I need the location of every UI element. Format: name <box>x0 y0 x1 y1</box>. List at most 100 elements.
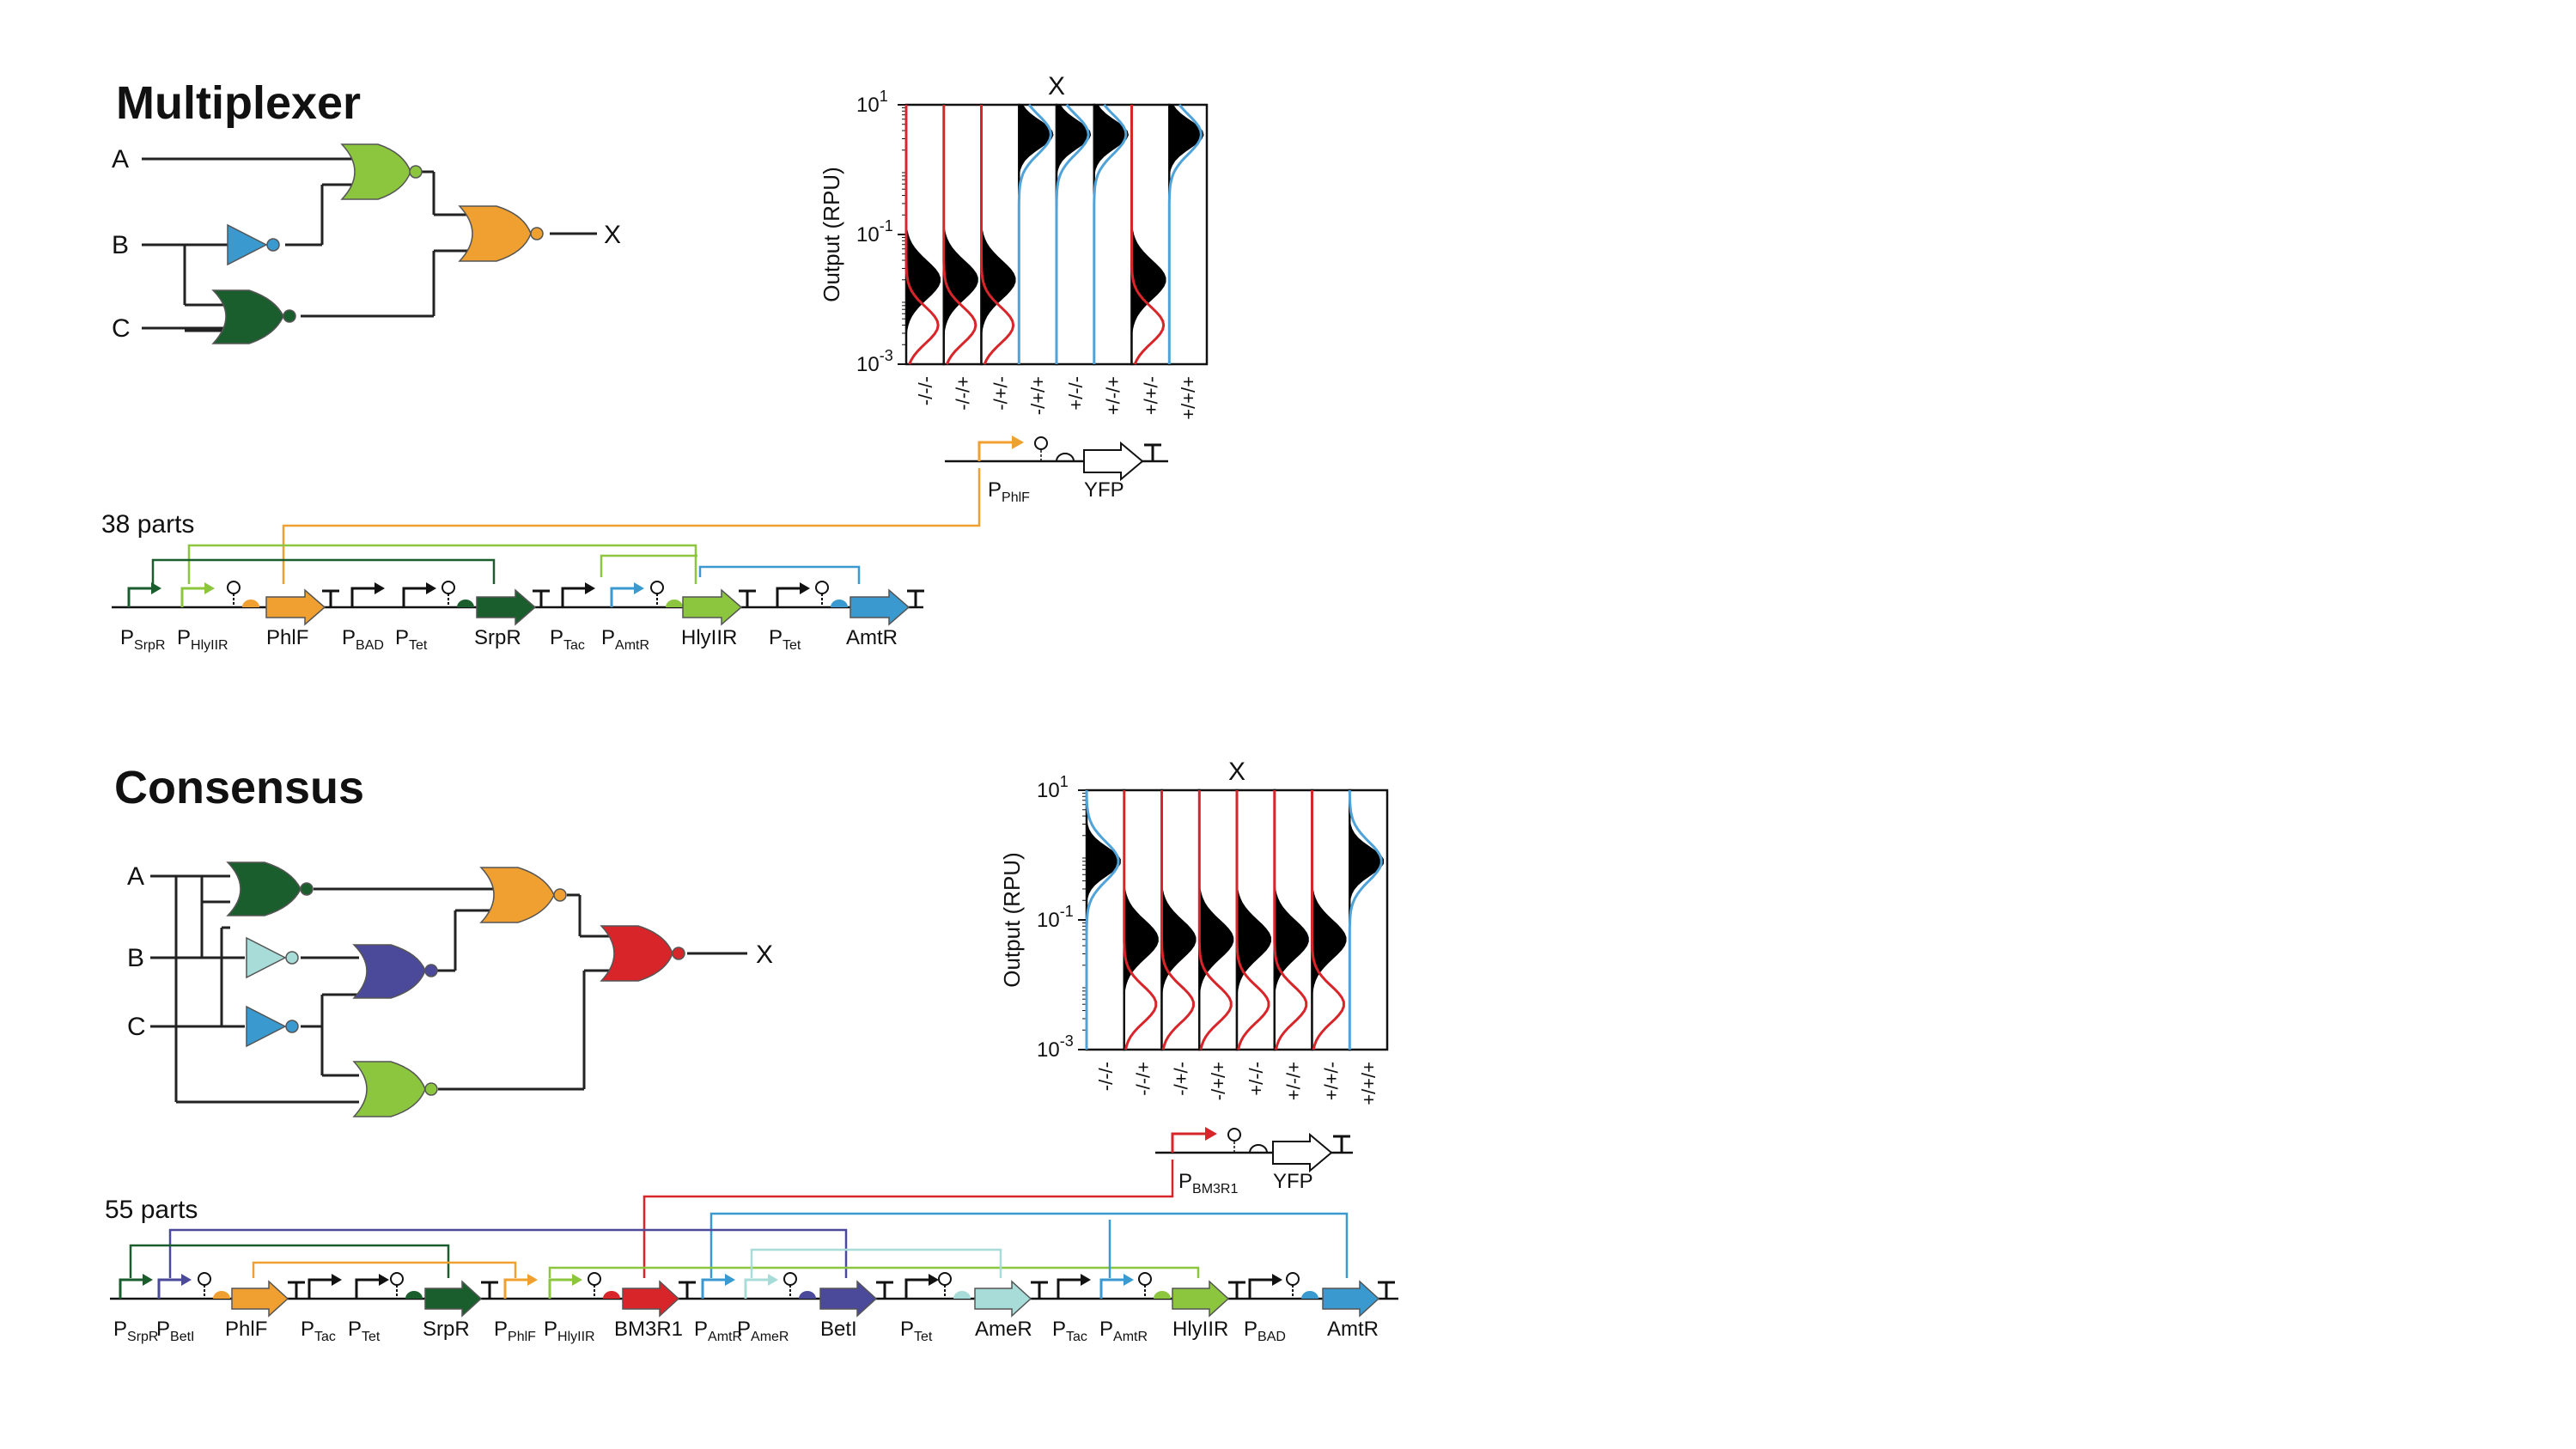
histogram-distribution <box>981 105 1016 364</box>
multiplexer-gates <box>211 143 544 344</box>
x-tick-label: -/-/- <box>915 376 936 405</box>
multiplexer-section: Multiplexer <box>101 72 1209 653</box>
plasmid-part-label: HlyIIR <box>1172 1318 1228 1341</box>
gene-bm3r1 <box>622 1280 680 1318</box>
nor-bubble <box>300 882 314 896</box>
plasmid-part-label: PTet <box>769 626 801 653</box>
nor-bubble <box>530 227 544 240</box>
not-gate-blue <box>227 223 268 266</box>
x-tick-label: +/+/+ <box>1358 1062 1379 1105</box>
nor-gate-purple <box>352 944 426 999</box>
y-tick-label: 10-3 <box>856 347 893 376</box>
x-tick-label: -/-/+ <box>953 376 974 411</box>
plasmid-part-label: SrpR <box>423 1318 470 1341</box>
plasmid-part-label: PTet <box>900 1318 933 1344</box>
histogram-panel <box>1348 788 1389 1051</box>
plasmid-part-label: PTac <box>301 1318 336 1344</box>
histogram-panel <box>1093 103 1133 366</box>
nor-bubble <box>553 888 567 902</box>
plasmid-part-label: PBetI <box>156 1318 194 1344</box>
histogram-panel <box>904 103 945 366</box>
histogram-distribution <box>1237 790 1271 1050</box>
x-tick-label: +/+/- <box>1140 376 1161 415</box>
histogram-panel <box>942 103 983 366</box>
plasmid-part-label: PTac <box>1052 1318 1087 1344</box>
control-curve <box>942 105 977 365</box>
x-tick-label: +/-/+ <box>1283 1062 1305 1100</box>
x-tick-label: -/-/+ <box>1133 1062 1154 1096</box>
histogram-panel <box>1197 788 1239 1051</box>
nor-bubble <box>283 309 296 323</box>
gene-amer <box>974 1280 1032 1318</box>
input-a-label: A <box>112 145 129 174</box>
x-tick-label: +/-/- <box>1245 1062 1267 1096</box>
ribozyme-icon <box>1034 436 1048 450</box>
consensus-circuit <box>150 874 747 1104</box>
histogram-distribution <box>1274 790 1309 1050</box>
promoter-arrow-red <box>1171 1132 1207 1153</box>
histogram-panel <box>1130 103 1171 366</box>
nor-bubble <box>424 964 438 977</box>
y-tick-label: 101 <box>856 88 888 117</box>
input-a-label: A <box>127 862 144 891</box>
control-curve <box>980 105 1015 365</box>
ribozyme-icon <box>1227 1128 1241 1142</box>
x-tick-label: -/-/- <box>1095 1062 1117 1091</box>
histogram-distribution <box>1124 790 1159 1050</box>
parts-count-label: 38 parts <box>101 510 194 539</box>
histogram-distribution <box>1161 790 1197 1050</box>
x-tick-label: -/+/+ <box>1027 376 1049 415</box>
consensus-reporter: PBM3R1 YFP <box>1155 1127 1353 1196</box>
histogram-panel <box>1017 103 1058 366</box>
not-gate-light-cyan <box>246 936 287 979</box>
rbs-icon <box>1056 453 1075 462</box>
plasmid-part-label: PSrpR <box>120 626 165 653</box>
plasmid-part-label: PPhlF <box>494 1318 536 1344</box>
nor-bubble <box>672 947 685 960</box>
y-tick-label: 10-1 <box>856 217 893 247</box>
multiplexer-reporter: PPhlF YFP <box>945 435 1168 505</box>
input-b-label: B <box>127 944 144 972</box>
chart-title: X <box>1228 758 1245 786</box>
x-tick-label: +/-/+ <box>1103 376 1124 415</box>
y-tick-label: 101 <box>1037 773 1069 802</box>
histogram-distribution <box>943 105 978 364</box>
x-tick-label: -/+/+ <box>1208 1062 1229 1100</box>
gene-amtr <box>1322 1280 1380 1318</box>
input-c-label: C <box>112 314 131 343</box>
gene-hlyiir <box>682 588 743 626</box>
plasmid-part-label: PHlyIIR <box>177 626 228 653</box>
x-tick-label: +/+/- <box>1320 1062 1342 1100</box>
promoter-arrow-orange <box>977 441 1014 461</box>
histogram-panel <box>980 103 1020 366</box>
gene-beti <box>819 1280 878 1318</box>
plasmid-part-label: PAmtR <box>1099 1318 1148 1344</box>
control-curve <box>1055 104 1090 364</box>
y-axis-label: Output (RPU) <box>819 167 844 302</box>
nor-gate-light-green <box>352 1061 426 1117</box>
y-tick-label: 10-3 <box>1037 1032 1074 1062</box>
plasmid-part-label: PhlF <box>225 1318 267 1341</box>
plasmid-part-label: PTac <box>550 626 585 653</box>
gene-srpr <box>424 1280 483 1318</box>
reporter-promoter-label: PBM3R1 <box>1178 1170 1238 1196</box>
histogram-panel <box>1235 788 1276 1051</box>
not-bubble <box>285 1020 299 1033</box>
consensus-section: Consensus <box>105 758 1398 1344</box>
histogram-panel <box>1160 788 1201 1051</box>
plasmid-part-label: PBAD <box>342 626 384 653</box>
plasmid-part-label: PAmtR <box>601 626 649 653</box>
gene-srpr <box>476 588 537 626</box>
plasmid-part-label: HlyIIR <box>681 626 737 649</box>
histogram-panel <box>1055 103 1095 366</box>
histogram-panel <box>1123 788 1163 1051</box>
plasmid-part-label: PAmeR <box>737 1318 789 1344</box>
control-curve <box>1197 790 1233 1050</box>
histogram-distribution <box>906 105 941 364</box>
plasmid-part-label: BM3R1 <box>614 1318 683 1341</box>
histogram-panel <box>1085 788 1125 1051</box>
histogram-distribution <box>1199 790 1234 1050</box>
